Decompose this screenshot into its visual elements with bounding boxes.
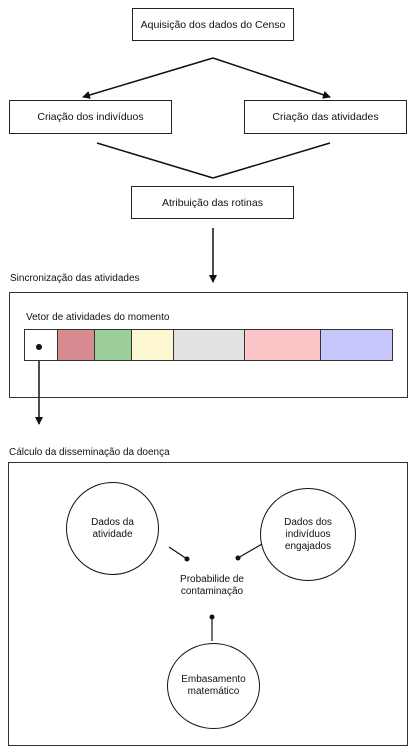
node-individuals-label: Criação dos indivíduos (37, 111, 144, 123)
node-routines-label: Atribuição das rotinas (162, 196, 263, 209)
vector-title: Vetor de atividades do momento (26, 312, 170, 323)
node-census: Aquisição dos dados do Censo (132, 8, 294, 41)
calc-title: Cálculo da disseminação da doença (9, 447, 170, 458)
vector-cell (132, 330, 174, 360)
activity-data-label: Dados da atividade (91, 516, 134, 540)
line-engaged-to-prob (237, 543, 263, 559)
dot-prob-math (209, 614, 215, 620)
vector-cell (245, 330, 321, 360)
math-basis-label: Embasamento matemático (181, 674, 246, 697)
vector-cell (174, 330, 245, 360)
node-census-label: Aquisição dos dados do Censo (140, 18, 286, 31)
vector-cell (321, 330, 392, 360)
node-activities-label: Criação das atividades (272, 111, 379, 123)
line-activities-to-routines (212, 142, 331, 179)
pointer-dot (36, 344, 42, 350)
calc-frame (8, 462, 408, 746)
probability-label: Probabilide de contaminação (180, 574, 244, 597)
dot-engaged-prob (235, 555, 241, 561)
arrow-census-to-activities (212, 57, 331, 99)
dot-activity-prob (184, 556, 190, 562)
vector-cell (95, 330, 132, 360)
circle-engaged-individuals: Dados dos indivíduos engajados (260, 488, 356, 581)
activity-vector (24, 329, 393, 361)
node-individuals: Criação dos indivíduos (9, 100, 172, 134)
engaged-individuals-label: Dados dos indivíduos engajados (284, 516, 332, 552)
node-routines: Atribuição das rotinas (131, 186, 294, 219)
line-individuals-to-routines (96, 142, 214, 179)
circle-activity-data: Dados da atividade (66, 482, 159, 575)
line-activity-to-prob (168, 546, 188, 560)
sync-frame (9, 292, 408, 398)
node-activities: Criação das atividades (244, 100, 407, 134)
vector-cell (58, 330, 95, 360)
sync-title: Sincronização das atividades (10, 273, 140, 284)
circle-math-basis: Embasamento matemático (167, 643, 260, 729)
arrow-census-to-individuals (82, 57, 214, 99)
